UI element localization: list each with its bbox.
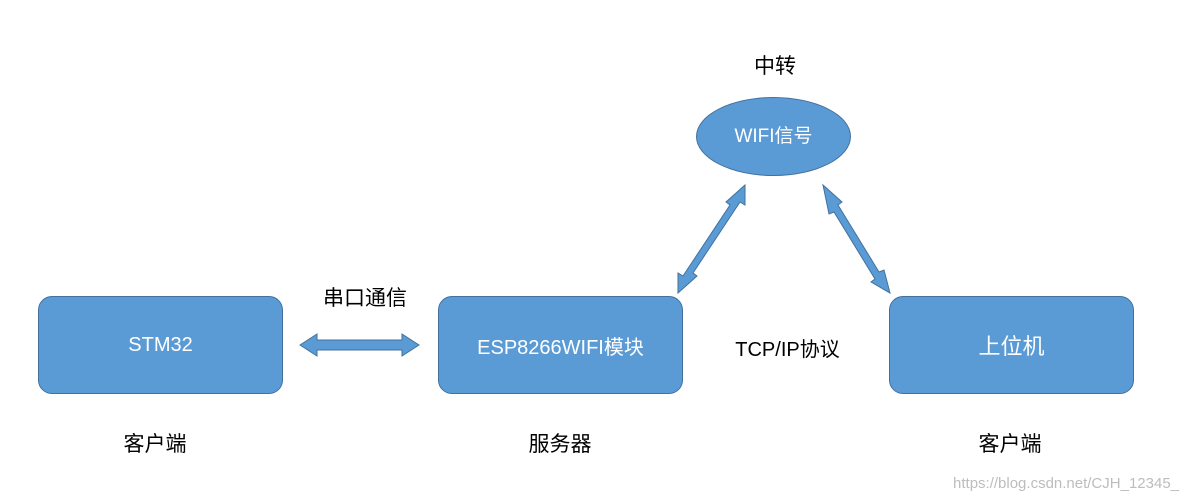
serial-communication-label: 串口通信 <box>323 287 407 310</box>
watermark: https://blog.csdn.net/CJH_12345_ <box>953 475 1179 492</box>
tcp-ip-protocol-label: TCP/IP协议 <box>735 339 840 361</box>
host-computer-node: 上位机 <box>889 296 1134 394</box>
wifi-signal-node: WIFI信号 <box>696 97 851 176</box>
server-label: 服务器 <box>528 433 592 456</box>
esp-wifi-arrow <box>677 183 746 295</box>
esp8266-wifi-module-node: ESP8266WIFI模块 <box>438 296 683 394</box>
serial-arrow <box>299 333 420 357</box>
relay-label: 中转 <box>754 55 796 78</box>
client-label-left: 客户端 <box>123 433 187 456</box>
client-label-right: 客户端 <box>978 433 1042 456</box>
wifi-host-arrow <box>822 183 891 295</box>
stm32-node: STM32 <box>38 296 283 394</box>
